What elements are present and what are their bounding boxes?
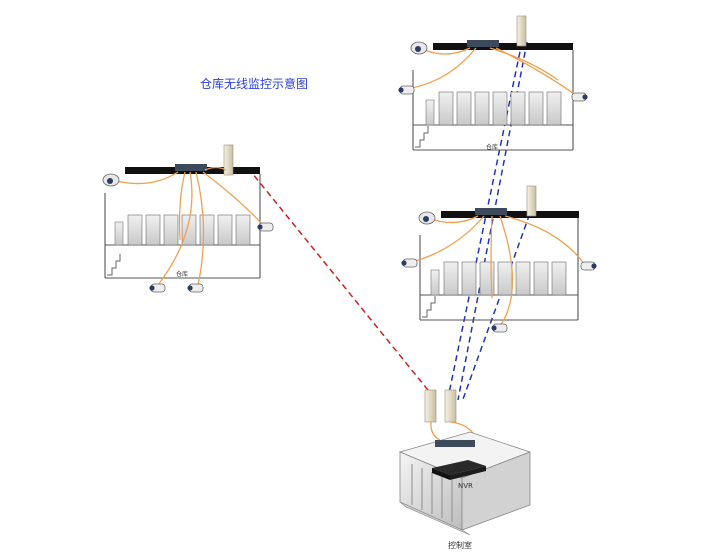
- antenna-icon: [516, 15, 527, 47]
- control-room: NVR 控制室: [398, 389, 532, 550]
- bullet-camera-icon: [187, 283, 204, 293]
- nvr-label: NVR: [458, 482, 473, 490]
- cables: [411, 47, 577, 96]
- switch-icon: [435, 440, 475, 447]
- bullet-camera-icon: [401, 258, 418, 268]
- wireless-links: [247, 41, 534, 403]
- link-red-left: [247, 167, 433, 396]
- antenna-icon: [424, 389, 437, 423]
- antenna-icon: [526, 185, 537, 217]
- ceiling-beam: [433, 43, 573, 50]
- cables: [111, 166, 265, 286]
- warehouse-label: 仓库: [176, 270, 188, 278]
- diagram-title: 仓库无线监控示意图: [200, 77, 309, 91]
- bullet-camera-icon: [571, 92, 588, 102]
- control-room-label: 控制室: [448, 540, 472, 550]
- antenna-icon: [444, 389, 457, 423]
- antenna-icon: [223, 144, 234, 176]
- nvr-icon: [432, 460, 486, 480]
- bullet-camera-icon: [491, 323, 508, 333]
- bullet-camera-icon: [257, 222, 274, 232]
- rack-row: [127, 214, 251, 246]
- dome-camera-icon: [410, 41, 428, 55]
- dome-camera-icon: [418, 211, 436, 225]
- rack-row: [438, 91, 562, 126]
- bullet-camera-icon: [149, 283, 166, 293]
- rack-row: [443, 261, 567, 296]
- switch-icon: [475, 208, 507, 215]
- bullet-camera-icon: [580, 261, 597, 271]
- ceiling-beam: [441, 211, 579, 218]
- link-blue-mid: [461, 204, 534, 403]
- switch-icon: [175, 164, 207, 171]
- switch-icon: [467, 40, 499, 47]
- warehouse-label: 仓库: [486, 143, 498, 151]
- warehouse-middle: [401, 185, 597, 333]
- warehouse-top: 仓库: [398, 15, 588, 151]
- warehouse-left: 仓库: [102, 144, 274, 293]
- bullet-camera-icon: [398, 85, 415, 95]
- link-blue-top-a: [447, 41, 523, 399]
- dome-camera-icon: [102, 173, 120, 187]
